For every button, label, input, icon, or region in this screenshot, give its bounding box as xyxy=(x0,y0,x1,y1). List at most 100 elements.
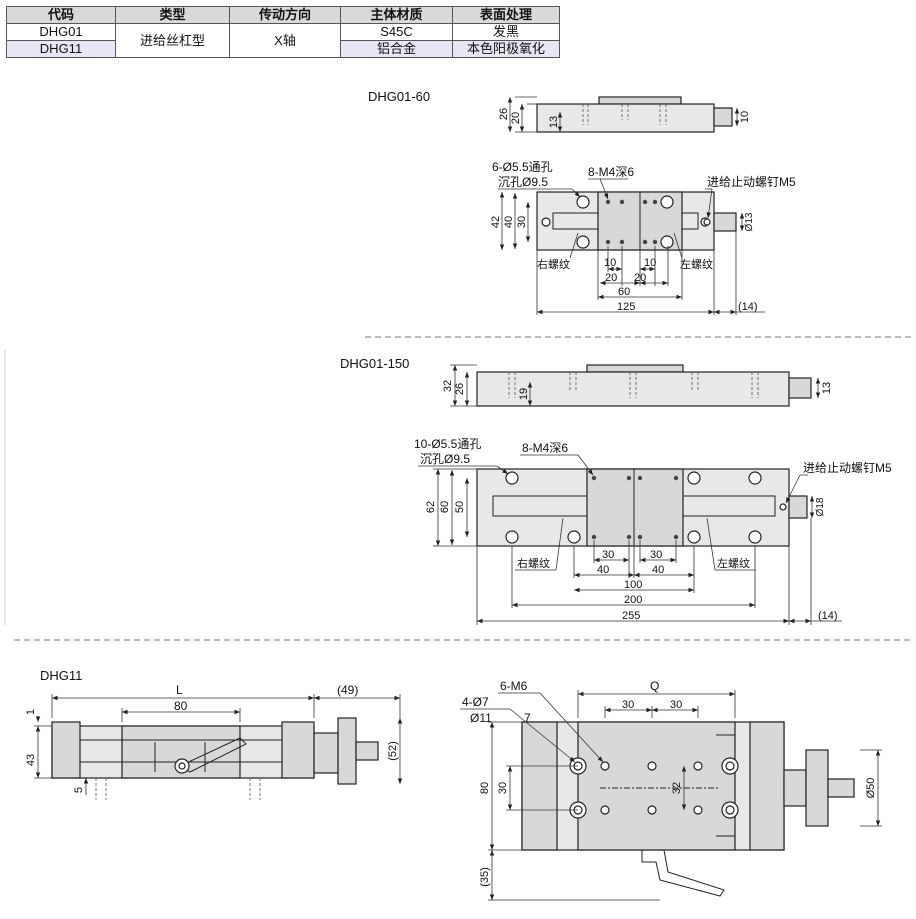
section-dhg11: DHG11 xyxy=(25,668,882,901)
dim-label: 255 xyxy=(622,610,640,622)
callout-holes: 6-Ø5.5通孔 xyxy=(492,160,553,174)
dim-label: 30 xyxy=(670,699,682,711)
dim-label: 60 xyxy=(618,286,630,298)
callout-depth: 7 xyxy=(524,711,531,725)
callout-counterbore: 沉孔Ø9.5 xyxy=(420,452,470,466)
dim-label: 43 xyxy=(25,754,37,766)
counterbore-hole xyxy=(505,530,519,544)
dim-label: 42 xyxy=(490,216,502,228)
knob xyxy=(337,717,357,785)
callout-tapped: 8-M4深6 xyxy=(522,441,568,455)
dim-label: 60 xyxy=(439,501,451,513)
dim-label: 20 xyxy=(510,112,522,124)
dim-label: (14) xyxy=(738,301,758,313)
dim-label: 30 xyxy=(622,699,634,711)
side-view: 32 26 19 13 xyxy=(442,364,833,407)
callout-screw: 进给止动螺钉M5 xyxy=(707,175,796,189)
dim-label: 100 xyxy=(624,579,642,591)
section-dhg01-60: DHG01-60 26 20 13 10 xyxy=(368,89,796,315)
dim-label: 62 xyxy=(425,501,437,513)
dim-label: 40 xyxy=(597,564,609,576)
cell-finish: 本色阳极氧化 xyxy=(452,40,560,58)
through-hole xyxy=(541,217,551,227)
dim-label: 10 xyxy=(604,257,616,269)
section-title: DHG01-150 xyxy=(340,356,409,371)
dim-label: (49) xyxy=(337,683,358,697)
top-view: 62 60 50 Ø18 10-Ø5.5通孔 沉孔Ø9.5 8-M4深6 进给止… xyxy=(414,437,892,625)
dim-label: 40 xyxy=(503,216,515,228)
dim-label: (35) xyxy=(479,867,491,887)
dim-label: 13 xyxy=(821,382,833,394)
dim-label: L xyxy=(176,683,183,697)
section-dhg01-150: DHG01-150 32 26 19 13 xyxy=(340,356,892,625)
dim-label: 32 xyxy=(671,782,683,794)
callout-holes: 10-Ø5.5通孔 xyxy=(414,437,481,451)
cell-code: DHG11 xyxy=(6,40,116,58)
dim-label: 30 xyxy=(516,216,528,228)
header-direction: 传动方向 xyxy=(229,6,341,24)
dim-label: 1 xyxy=(25,709,37,715)
section-title: DHG11 xyxy=(40,668,82,683)
dim-label: 20 xyxy=(634,272,646,284)
dim-label: 26 xyxy=(498,108,510,120)
thread-label-right: 右螺纹 xyxy=(517,556,550,570)
dim-label: 13 xyxy=(548,116,560,128)
callout-screw: 进给止动螺钉M5 xyxy=(803,461,892,475)
top-view-carriage xyxy=(577,721,736,851)
counterbore-hole xyxy=(687,530,701,544)
counterbore-hole xyxy=(687,471,701,485)
dim-label: (14) xyxy=(818,610,838,622)
dim-label: 30 xyxy=(602,549,614,561)
counterbore-hole xyxy=(660,235,674,249)
spec-table: 代码 类型 传动方向 主体材质 表面处理 DHG01 进给丝杠型 X轴 S45C… xyxy=(6,6,560,58)
dim-label: 125 xyxy=(617,301,635,313)
dim-label: 19 xyxy=(518,388,530,400)
counterbore-hole xyxy=(505,471,519,485)
dim-label: Ø50 xyxy=(865,778,877,799)
header-code: 代码 xyxy=(6,6,116,24)
counterbore-hole xyxy=(576,235,590,249)
dim-label: 5 xyxy=(73,787,85,793)
callout-tapped: 8-M4深6 xyxy=(588,165,634,179)
dim-label: 30 xyxy=(497,782,509,794)
screw-head xyxy=(713,107,733,127)
callout-counterbore: Ø11 xyxy=(470,711,492,725)
dim-label: Q xyxy=(650,679,659,693)
cell-direction: X轴 xyxy=(229,23,341,58)
spec-table-header: 代码 类型 传动方向 主体材质 表面处理 xyxy=(6,6,560,24)
callout-holes: 4-Ø7 xyxy=(462,695,489,709)
callout-tapped: 6-M6 xyxy=(500,679,528,693)
dim-label: 20 xyxy=(605,272,617,284)
dim-label: Ø18 xyxy=(815,497,826,516)
side-view: L 80 (49) 1 43 5 (52) xyxy=(25,683,403,800)
thread-label-right: 右螺纹 xyxy=(537,257,570,271)
counterbore-hole xyxy=(576,195,590,209)
section-title: DHG01-60 xyxy=(368,89,430,104)
knob xyxy=(805,749,829,827)
callout-counterbore: 沉孔Ø9.5 xyxy=(498,175,548,189)
dim-label: (52) xyxy=(387,741,399,761)
thread-label-left: 左螺纹 xyxy=(680,257,713,271)
screw-head xyxy=(713,212,737,232)
header-finish: 表面处理 xyxy=(452,6,560,24)
counterbore-hole xyxy=(660,195,674,209)
top-view-plate xyxy=(586,468,684,547)
side-view-body xyxy=(536,103,715,133)
dim-label: 80 xyxy=(479,782,491,794)
dim-label: 32 xyxy=(442,380,454,392)
side-view-plate xyxy=(586,364,684,373)
dim-label: 10 xyxy=(739,111,751,123)
screw-head xyxy=(788,377,812,399)
dim-label: 40 xyxy=(652,564,664,576)
table-row: DHG11 铝合金 本色阳极氧化 xyxy=(6,40,560,58)
table-row: DHG01 进给丝杠型 X轴 S45C 发黑 xyxy=(6,23,560,58)
dim-label: 200 xyxy=(624,594,642,606)
cell-type: 进给丝杠型 xyxy=(115,23,230,58)
counterbore-hole xyxy=(748,530,762,544)
header-type: 类型 xyxy=(115,6,230,24)
dim-label: 80 xyxy=(174,699,188,713)
thread-label-left: 左螺纹 xyxy=(717,556,750,570)
side-view-plate xyxy=(598,96,682,105)
dim-label: 26 xyxy=(454,383,466,395)
